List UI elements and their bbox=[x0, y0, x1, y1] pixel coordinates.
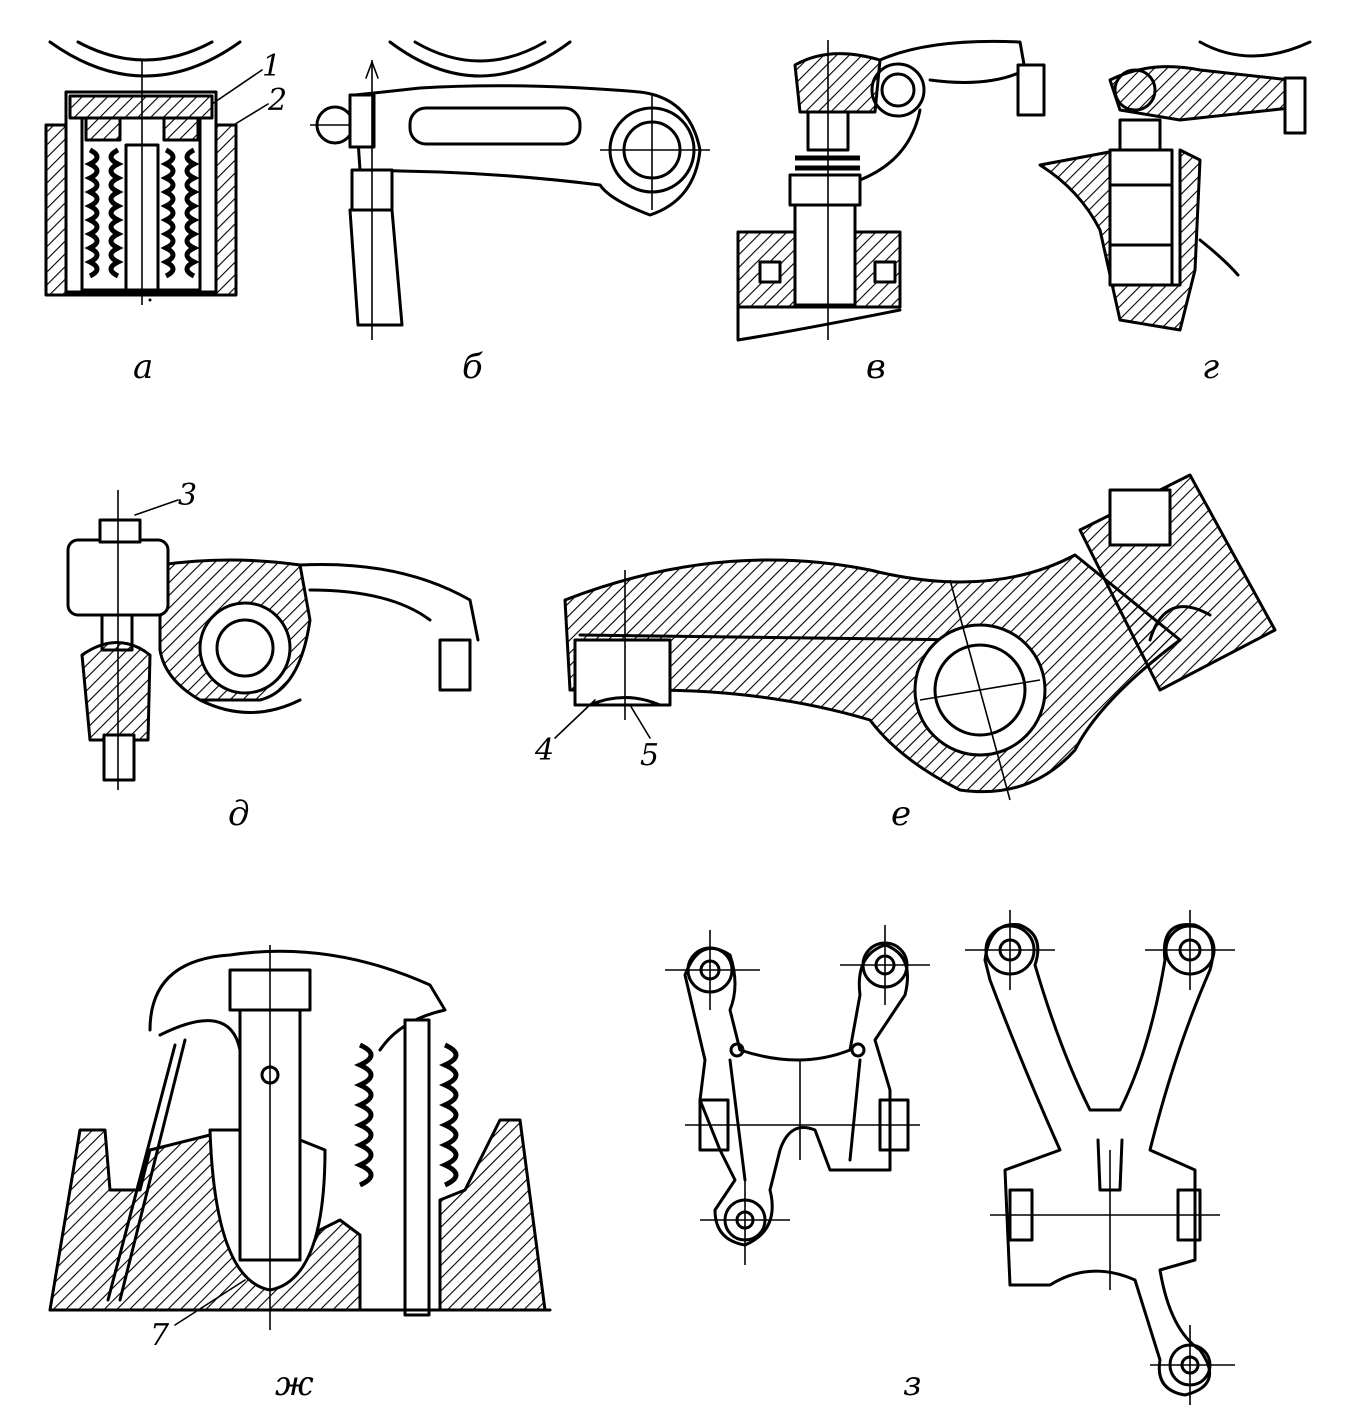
caption-g: г bbox=[1202, 347, 1219, 387]
caption-d: д bbox=[228, 794, 250, 834]
caption-a: а bbox=[133, 347, 153, 387]
callout-4: 4 bbox=[534, 733, 554, 768]
panel-b-drawing bbox=[310, 40, 710, 340]
caption-b: б bbox=[462, 347, 483, 387]
panel-z-drawing bbox=[665, 910, 1235, 1405]
caption-z: з bbox=[903, 1364, 922, 1404]
callout-3: 3 bbox=[178, 478, 197, 513]
panel-a-drawing bbox=[44, 40, 269, 305]
callout-2: 2 bbox=[267, 83, 287, 118]
callout-7: 7 bbox=[150, 1318, 170, 1353]
panel-v-drawing bbox=[736, 39, 1046, 342]
caption-zh: ж bbox=[275, 1364, 314, 1404]
panel-zh-drawing bbox=[48, 298, 552, 1330]
panel-d-drawing bbox=[66, 490, 480, 790]
panel-e-drawing bbox=[554, 473, 1277, 801]
callout-1: 1 bbox=[262, 49, 281, 84]
caption-e: е bbox=[891, 794, 911, 834]
caption-v: в bbox=[866, 347, 886, 387]
panel-g-drawing bbox=[1038, 40, 1312, 332]
callout-5: 5 bbox=[640, 738, 659, 773]
